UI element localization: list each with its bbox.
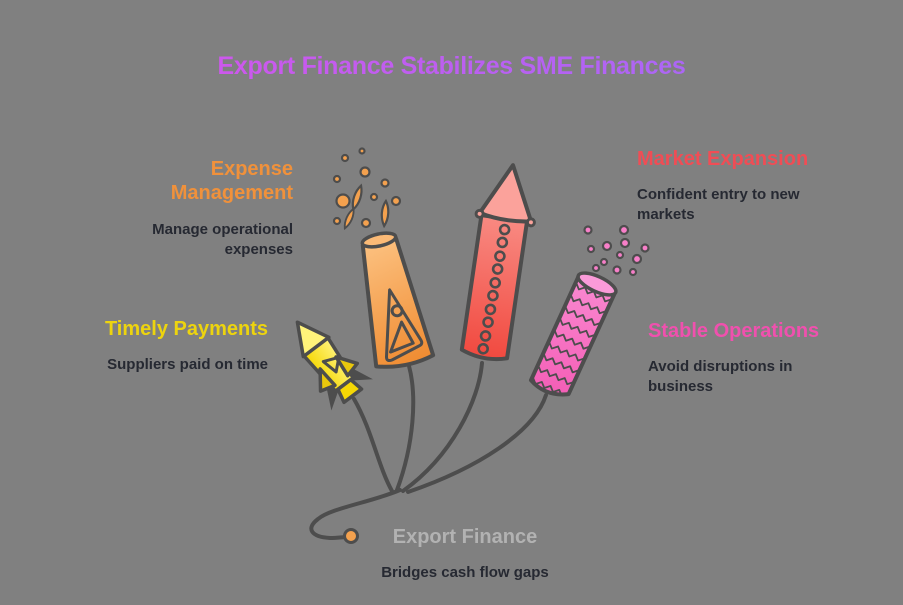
emblem-inner-triangle — [389, 320, 415, 354]
dot-column — [477, 223, 511, 355]
cone-corner-loop — [525, 217, 536, 228]
pink-firecracker-icon — [528, 271, 618, 397]
red-rocket-firework-icon — [459, 163, 536, 362]
fin — [318, 367, 337, 393]
center-node-description: Bridges cash flow gaps — [381, 564, 549, 582]
callout-timely-description: Suppliers paid on time — [107, 356, 268, 374]
callout-timely-heading: Timely Payments — [104, 318, 268, 340]
nozzle — [336, 377, 364, 405]
fuse-yellow — [352, 397, 394, 493]
orange-spark-dots-icon — [332, 147, 402, 231]
center-node-heading: Export Finance — [392, 526, 538, 548]
fuse-lines — [309, 361, 548, 541]
callout-market-description: Confident entry to new markets — [637, 186, 800, 224]
body — [528, 273, 618, 397]
cone-rim — [360, 231, 398, 249]
page-title: Export Finance Stabilizes SME Finances — [0, 52, 903, 81]
fuse-red — [401, 361, 484, 493]
callout-stable-description: Avoid disruptions in business — [648, 358, 793, 396]
callout-timely-payments: Timely Payments Suppliers paid on time — [78, 317, 268, 375]
emblem-triangle — [384, 288, 424, 363]
zigzag-pattern — [532, 283, 612, 397]
callout-market-heading: Market Expansion — [637, 148, 809, 170]
orange-fountain-firework-icon — [360, 231, 436, 369]
fuse-pink — [406, 393, 548, 494]
fuse-main-curl — [309, 488, 402, 541]
callout-market-expansion: Market Expansion Confident entry to new … — [637, 147, 827, 225]
callout-expense-description: Manage operational expenses — [152, 220, 293, 258]
pink-confetti-dots-icon — [583, 224, 650, 277]
callout-expense-heading: Expense Management — [170, 158, 293, 205]
center-node-export-finance: Export Finance Bridges cash flow gaps — [310, 525, 620, 583]
callout-expense-management: Expense Management Manage operational ex… — [133, 157, 293, 260]
emblem-dot — [390, 304, 404, 318]
fin — [334, 355, 360, 378]
open-top-rim — [576, 271, 618, 297]
window — [321, 355, 341, 374]
callout-stable-operations: Stable Operations Avoid disruptions in b… — [648, 319, 838, 397]
callout-stable-heading: Stable Operations — [648, 320, 820, 342]
yellow-rocket-firework-icon — [295, 320, 373, 411]
fuse-orange — [395, 364, 416, 492]
nose-cone — [477, 163, 534, 224]
cone-corner-loop — [474, 208, 485, 219]
fuse-end-dot — [343, 528, 359, 544]
